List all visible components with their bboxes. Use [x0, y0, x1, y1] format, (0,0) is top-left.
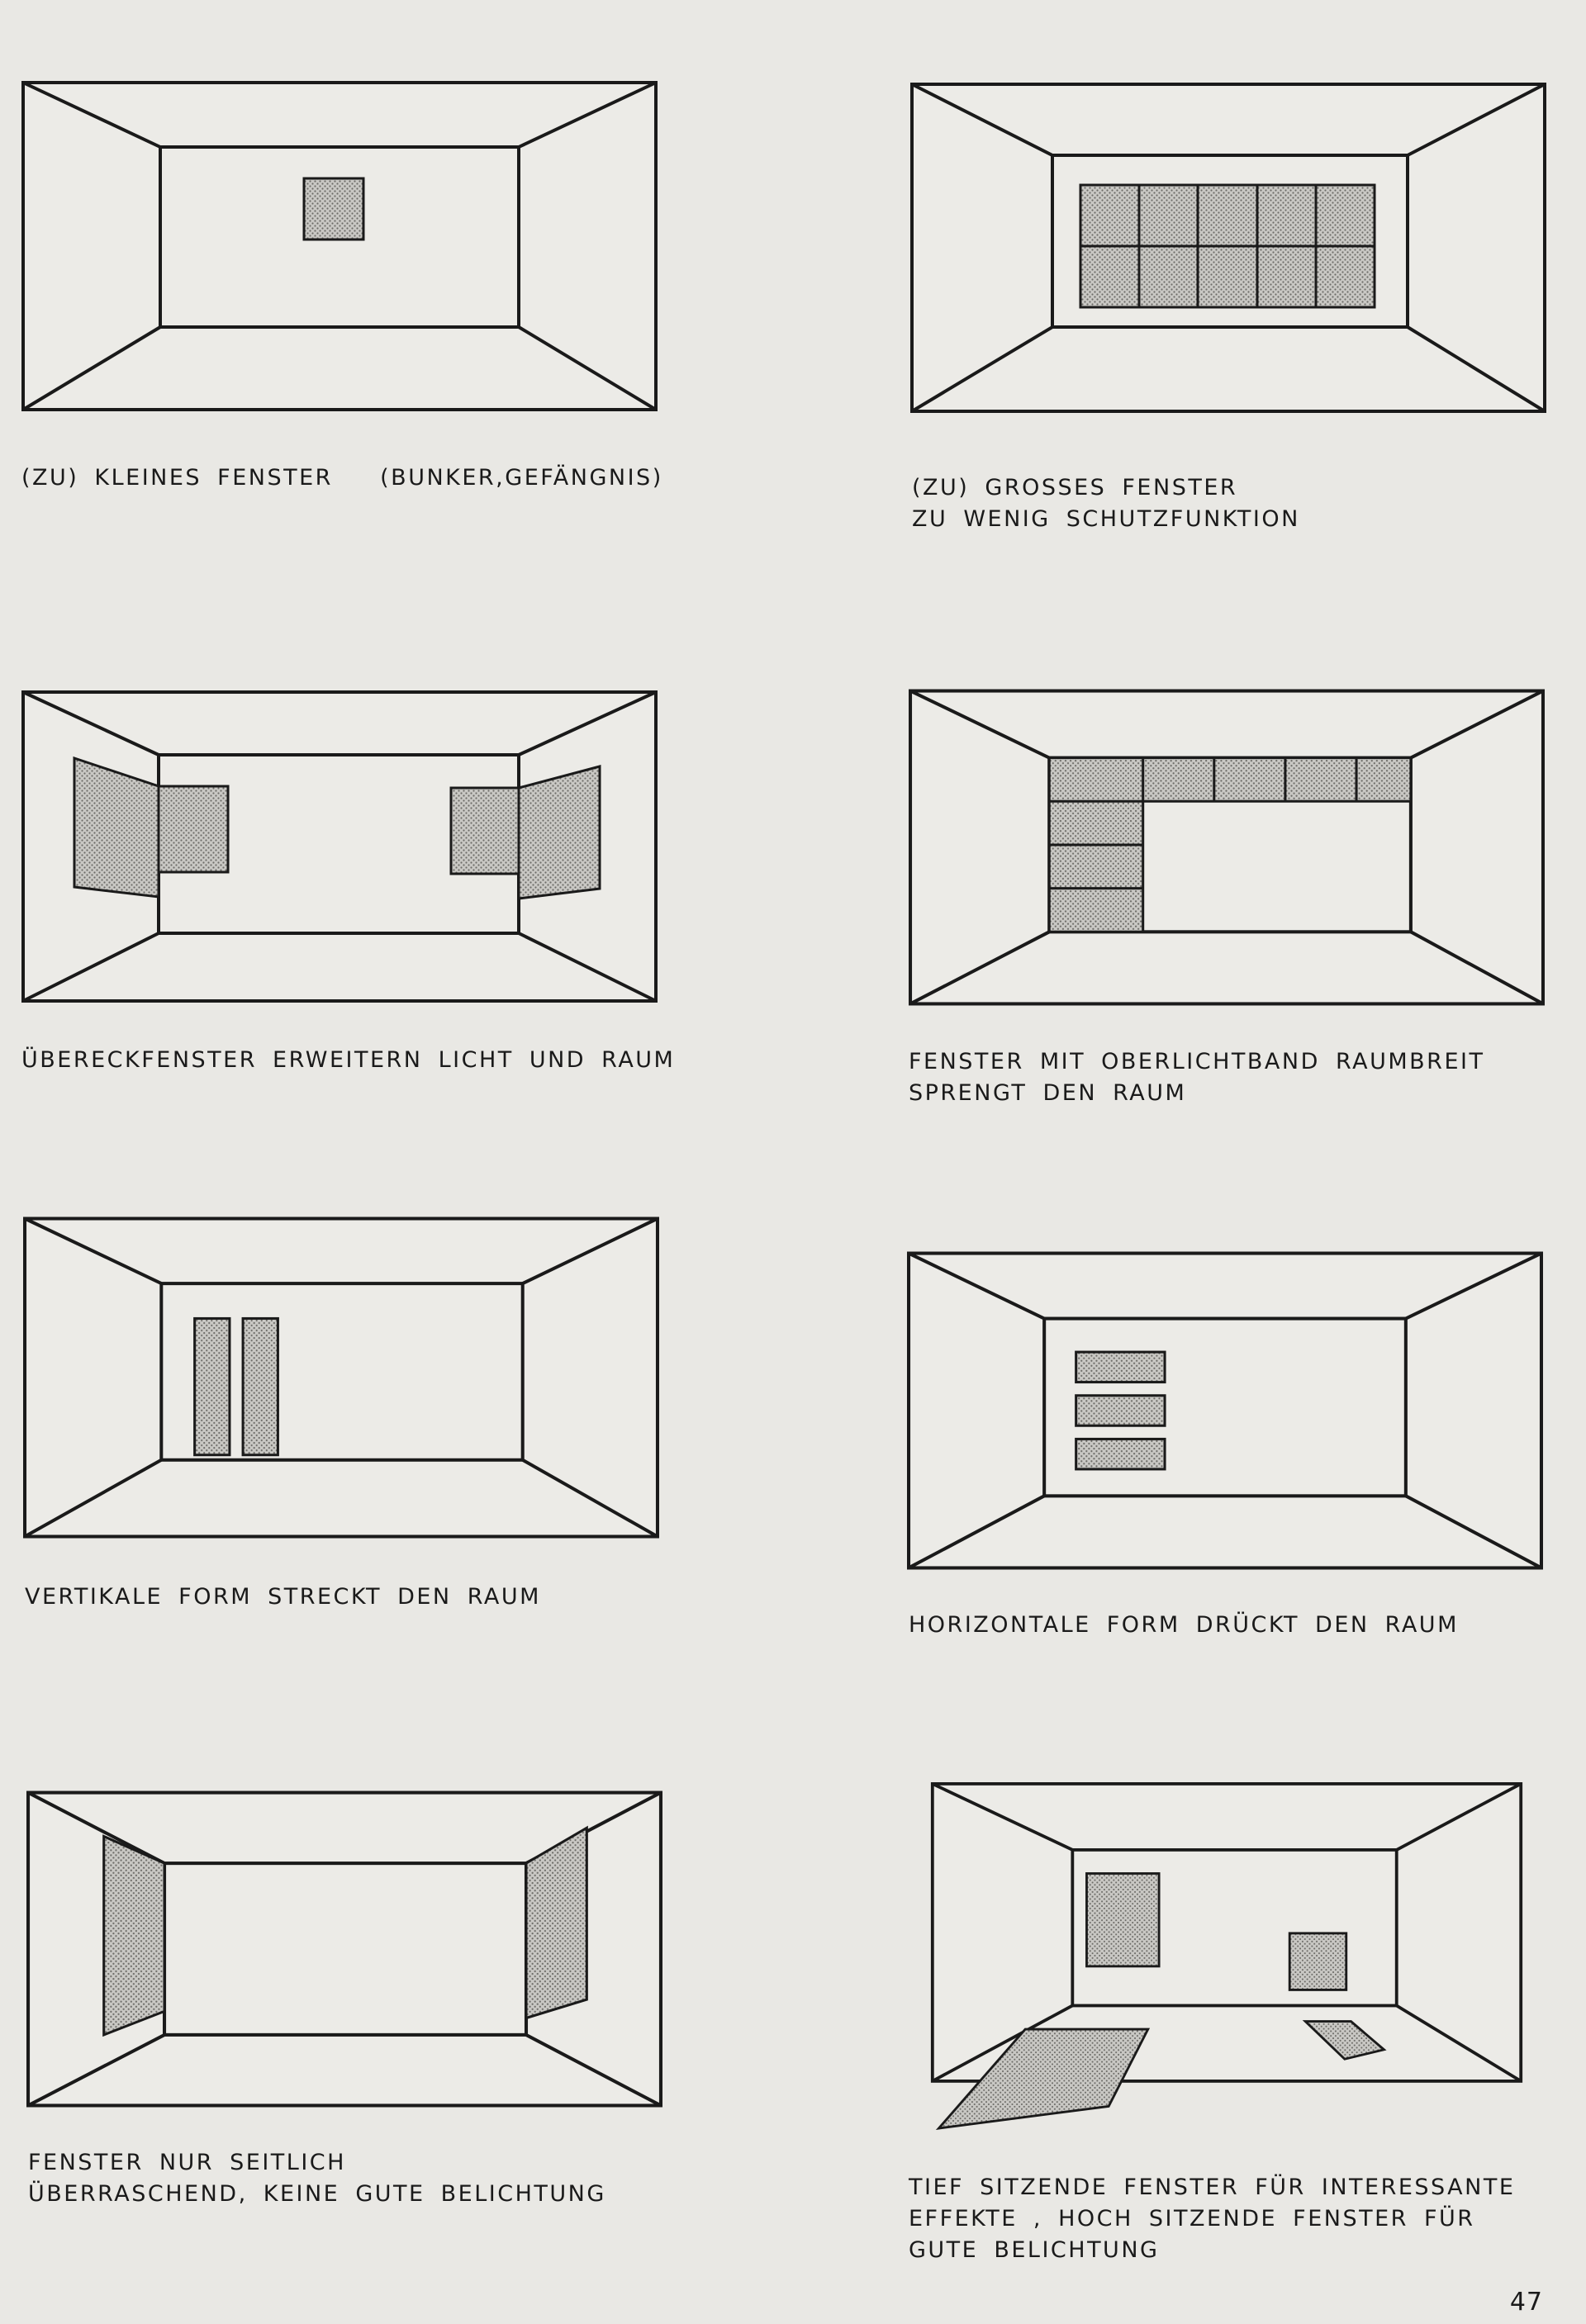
corner-window-left-side	[73, 756, 160, 899]
horizontal-window-bottom	[1075, 1437, 1166, 1471]
high-window	[1085, 1872, 1161, 1968]
caption-large-window: (ZU) GROSSES FENSTER ZU WENIG SCHUTZFUNK…	[912, 472, 1300, 535]
room-diagram-horizontal-windows	[907, 1251, 1543, 1570]
caption-line: EFFEKTE , HOCH SITZENDE FENSTER FÜR	[909, 2206, 1475, 2232]
caption-line: GUTE BELICHTUNG	[909, 2237, 1160, 2263]
clerestory-window-band	[1047, 756, 1413, 933]
horizontal-window-middle	[1075, 1394, 1166, 1427]
caption-line: ÜBERECKFENSTER ERWEITERN LICHT UND RAUM	[21, 1047, 676, 1073]
room-diagram-side-windows	[26, 1790, 662, 2108]
light-patch-low-window	[1302, 2020, 1387, 2061]
corner-window-right-back	[449, 786, 522, 875]
caption-line: VERTIKALE FORM STRECKT DEN RAUM	[25, 1584, 541, 1610]
room-diagram-large-window	[910, 83, 1546, 413]
room-diagram-vertical-windows	[23, 1217, 659, 1539]
room-diagram-corner-windows	[21, 690, 658, 1003]
caption-line: ZU WENIG SCHUTZFUNKTION	[912, 506, 1300, 532]
room-diagram-low-high-windows	[930, 1782, 1523, 2130]
window-grid	[1079, 183, 1376, 309]
caption-line: (ZU) GROSSES FENSTER	[912, 475, 1238, 500]
caption-line: SPRENGT DEN RAUM	[909, 1080, 1187, 1106]
caption-side-windows: FENSTER NUR SEITLICH ÜBERRASCHEND, KEINE…	[28, 2147, 606, 2210]
caption-line: TIEF SITZENDE FENSTER FÜR INTERESSANTE	[909, 2175, 1516, 2200]
caption-line: (ZU) KLEINES FENSTER (BUNKER,GEFÄNGNIS)	[21, 465, 663, 491]
horizontal-window-top	[1075, 1350, 1166, 1384]
side-window-right	[525, 1825, 588, 2020]
room-diagram-small-window	[21, 81, 658, 411]
caption-vertical-windows: VERTIKALE FORM STRECKT DEN RAUM	[25, 1582, 541, 1613]
vertical-window-left	[193, 1316, 231, 1457]
corner-window-right-side	[517, 765, 601, 900]
caption-line: HORIZONTALE FORM DRÜCKT DEN RAUM	[909, 1612, 1459, 1638]
page-number: 47	[1509, 2288, 1543, 2317]
window-pane	[302, 177, 365, 241]
light-patch-high-window	[935, 2028, 1151, 2130]
low-window	[1288, 1932, 1348, 1991]
caption-line: FENSTER MIT OBERLICHTBAND RAUMBREIT	[909, 1049, 1485, 1074]
caption-horizontal-windows: HORIZONTALE FORM DRÜCKT DEN RAUM	[909, 1610, 1459, 1641]
caption-line: ÜBERRASCHEND, KEINE GUTE BELICHTUNG	[28, 2181, 606, 2207]
room-diagram-clerestory-band	[909, 689, 1545, 1006]
caption-line: FENSTER NUR SEITLICH	[28, 2150, 346, 2175]
caption-clerestory-band: FENSTER MIT OBERLICHTBAND RAUMBREIT SPRE…	[909, 1046, 1484, 1109]
caption-small-window: (ZU) KLEINES FENSTER (BUNKER,GEFÄNGNIS)	[21, 462, 663, 494]
caption-low-high-windows: TIEF SITZENDE FENSTER FÜR INTERESSANTE E…	[909, 2172, 1515, 2266]
corner-window-left-back	[157, 785, 230, 874]
side-window-left	[102, 1834, 166, 2037]
caption-corner-windows: ÜBERECKFENSTER ERWEITERN LICHT UND RAUM	[21, 1045, 675, 1076]
vertical-window-right	[241, 1316, 279, 1457]
